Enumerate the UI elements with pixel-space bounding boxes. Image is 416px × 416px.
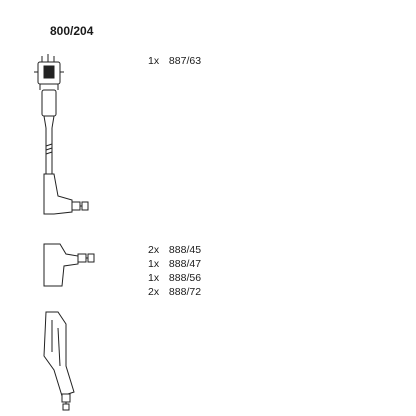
part-row: 2x 888/45 (148, 243, 201, 257)
part-row: 1x 888/56 (148, 271, 201, 285)
parts-list-top: 1x 887/63 (148, 54, 201, 68)
part-qty: 2x (148, 244, 160, 256)
part-qty: 1x (148, 272, 160, 284)
lead-3-terminal (61, 393, 71, 411)
part-code: 888/45 (168, 244, 202, 256)
lead-1-cable (45, 128, 53, 174)
lead-1-coil-connector (34, 54, 64, 90)
kit-number: 800/204 (50, 24, 94, 38)
lead-1-plug-boot (43, 173, 89, 215)
part-row: 1x 888/47 (148, 257, 201, 271)
lead-1-boot-upper (41, 89, 57, 129)
parts-list-bottom: 2x 888/45 1x 888/47 1x 888/56 2x 888/72 (148, 243, 201, 299)
part-code: 888/47 (168, 258, 202, 270)
lead-3-boot (43, 311, 75, 397)
part-qty: 1x (148, 258, 160, 270)
part-code: 888/72 (168, 286, 202, 298)
part-qty: 1x (148, 55, 160, 67)
part-code: 887/63 (168, 55, 202, 67)
lead-2-plug-boot (43, 243, 95, 287)
part-row: 2x 888/72 (148, 285, 201, 299)
part-row: 1x 887/63 (148, 54, 201, 68)
part-qty: 2x (148, 286, 160, 298)
part-code: 888/56 (168, 272, 202, 284)
